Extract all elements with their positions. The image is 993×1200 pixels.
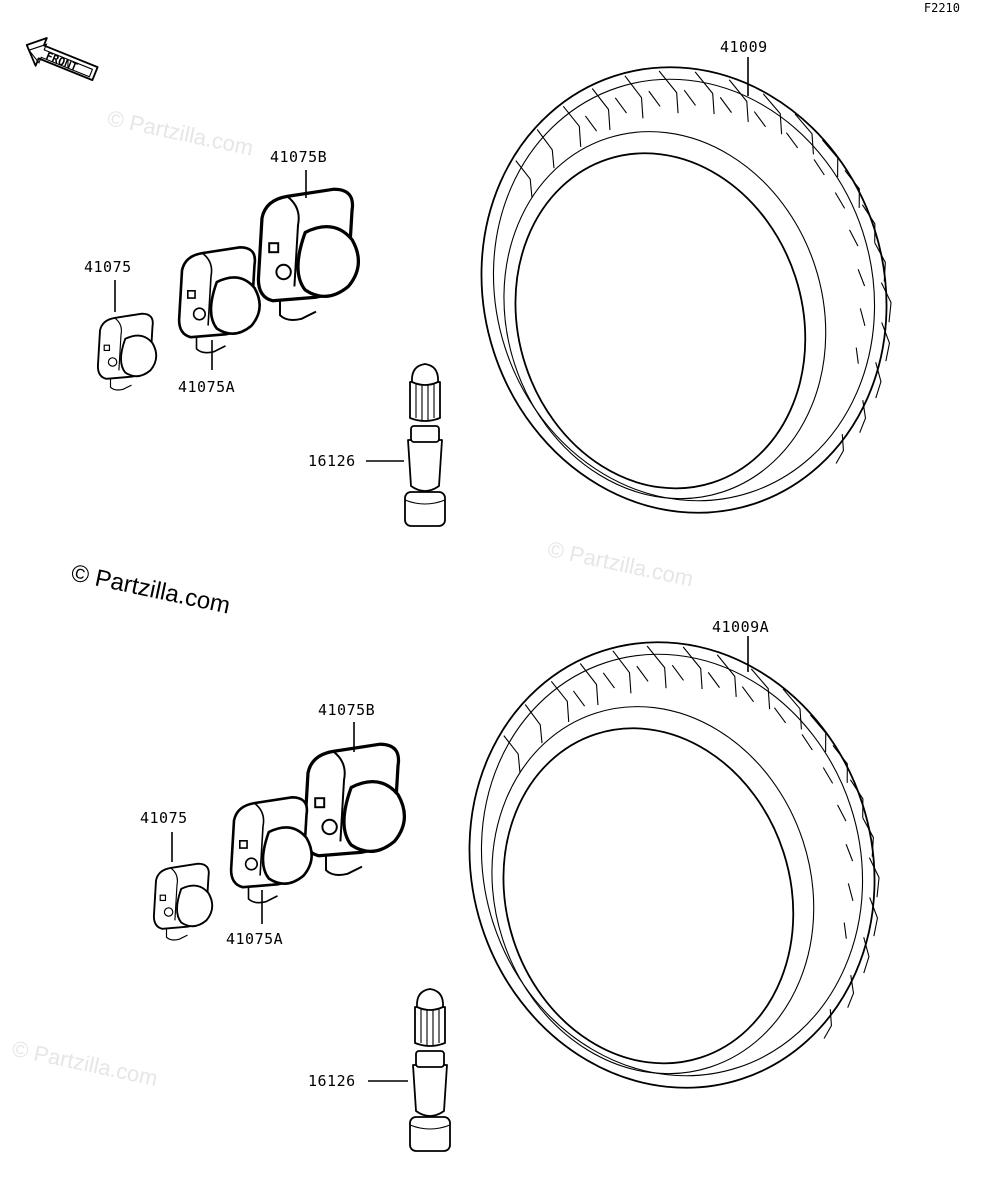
- watermark-1: © Partzilla.com: [105, 105, 255, 160]
- weight-41075b: [256, 187, 361, 322]
- tire-41009a: [411, 588, 933, 1142]
- tire-41009: [423, 13, 945, 567]
- weight-41075-2: [152, 862, 214, 941]
- label-weight-2: 41075: [140, 809, 188, 827]
- front-arrow-icon: FRONT: [25, 37, 99, 82]
- figure-code: F2210: [924, 1, 960, 15]
- valve-16126-2: [409, 988, 451, 1152]
- weight-41075b-2: [302, 742, 407, 877]
- label-valve: 16126: [308, 452, 356, 470]
- label-tire: 41009: [720, 38, 768, 56]
- label-weight-a-2: 41075A: [226, 930, 283, 948]
- weight-41075a: [177, 245, 261, 354]
- label-weight: 41075: [84, 258, 132, 276]
- label-weight-b: 41075B: [270, 148, 327, 166]
- label-valve-2: 16126: [308, 1072, 356, 1090]
- weight-41075: [96, 312, 158, 391]
- label-weight-a: 41075A: [178, 378, 235, 396]
- watermark-3: © Partzilla.com: [10, 1036, 160, 1091]
- group-1: 41009 41075B 41075A 41075 16126: [84, 13, 945, 567]
- copyright-text: © Partzilla.com: [69, 559, 233, 619]
- label-weight-b-2: 41075B: [318, 701, 375, 719]
- weight-41075a-2: [229, 795, 313, 904]
- valve-16126: [404, 363, 446, 527]
- group-2: 41009A 41075B 41075A 41075 16126: [140, 588, 933, 1152]
- watermark-2: © Partzilla.com: [545, 536, 695, 591]
- label-tire-a: 41009A: [712, 618, 769, 636]
